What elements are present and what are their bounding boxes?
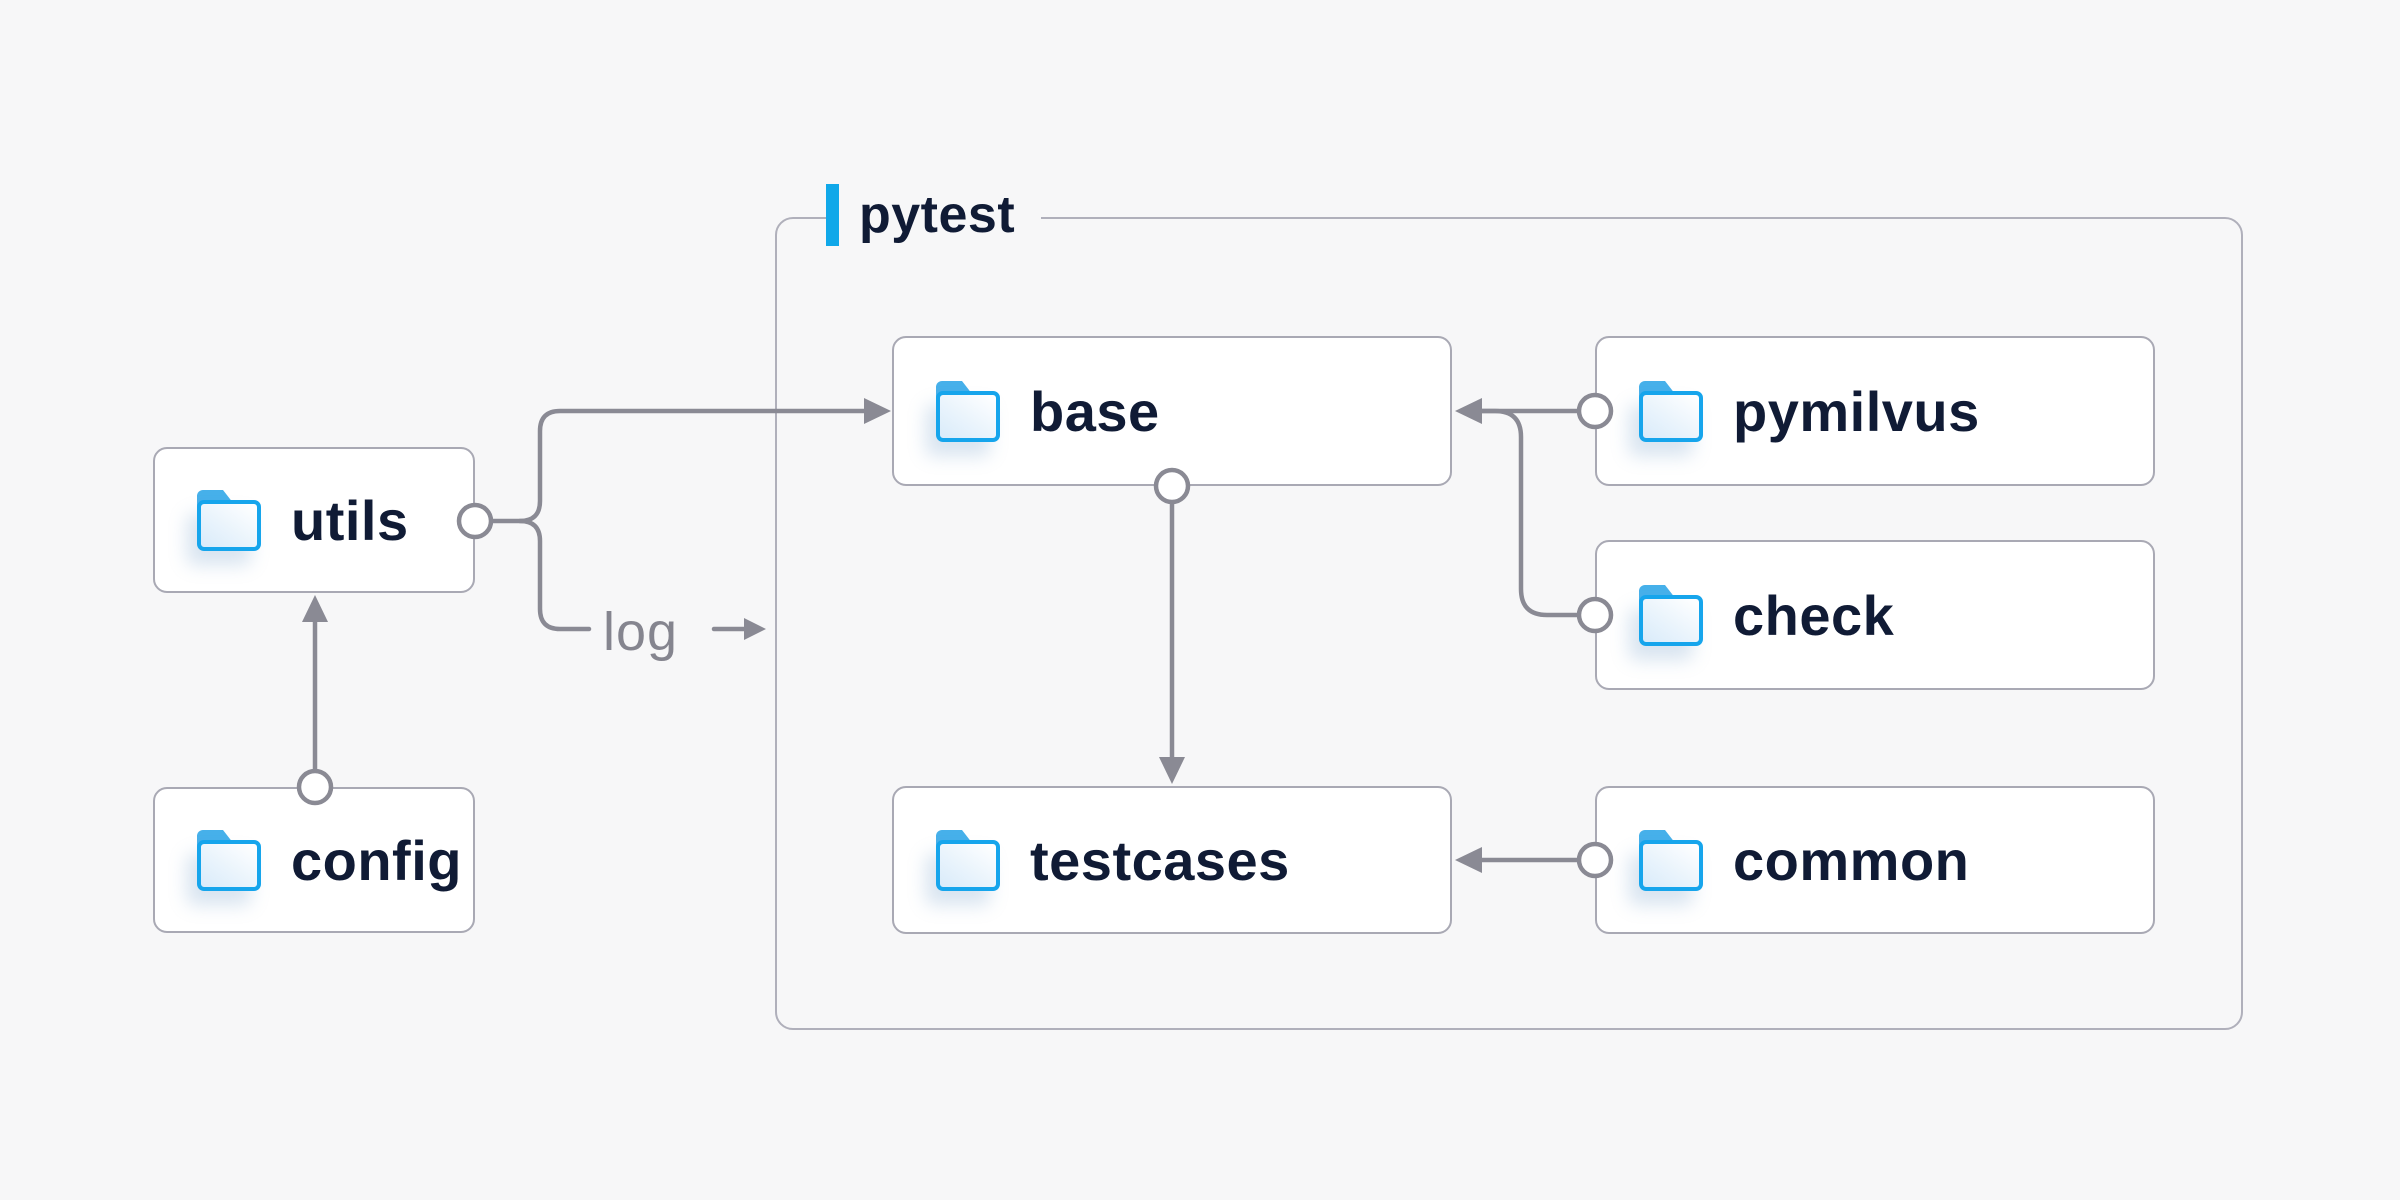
edge-utils-log	[517, 518, 592, 632]
pytest-group-title: pytest	[859, 186, 1016, 244]
folder-icon	[1639, 584, 1703, 646]
node-check-label: check	[1733, 583, 1895, 647]
label-accent-bar-icon	[826, 184, 839, 246]
pytest-group-label: pytest	[826, 183, 1042, 247]
folder-icon	[1639, 380, 1703, 442]
pytest-group	[775, 217, 2243, 1030]
arrowhead-into-utils-icon	[302, 595, 328, 622]
edge-log-label: log	[603, 602, 679, 662]
node-pymilvus-label: pymilvus	[1733, 379, 1980, 443]
arrowhead-log-icon	[744, 618, 766, 640]
node-config: config	[153, 787, 475, 933]
node-testcases-label: testcases	[1030, 828, 1290, 892]
node-config-label: config	[291, 828, 462, 892]
node-check: check	[1595, 540, 2155, 690]
node-pymilvus: pymilvus	[1595, 336, 2155, 486]
node-base: base	[892, 336, 1452, 486]
folder-icon	[936, 380, 1000, 442]
node-common-label: common	[1733, 828, 1970, 892]
folder-icon	[197, 829, 261, 891]
folder-icon	[1639, 829, 1703, 891]
node-utils: utils	[153, 447, 475, 593]
folder-icon	[936, 829, 1000, 891]
node-base-label: base	[1030, 379, 1160, 443]
node-common: common	[1595, 786, 2155, 934]
folder-icon	[197, 489, 261, 551]
node-utils-label: utils	[291, 488, 409, 552]
node-testcases: testcases	[892, 786, 1452, 934]
